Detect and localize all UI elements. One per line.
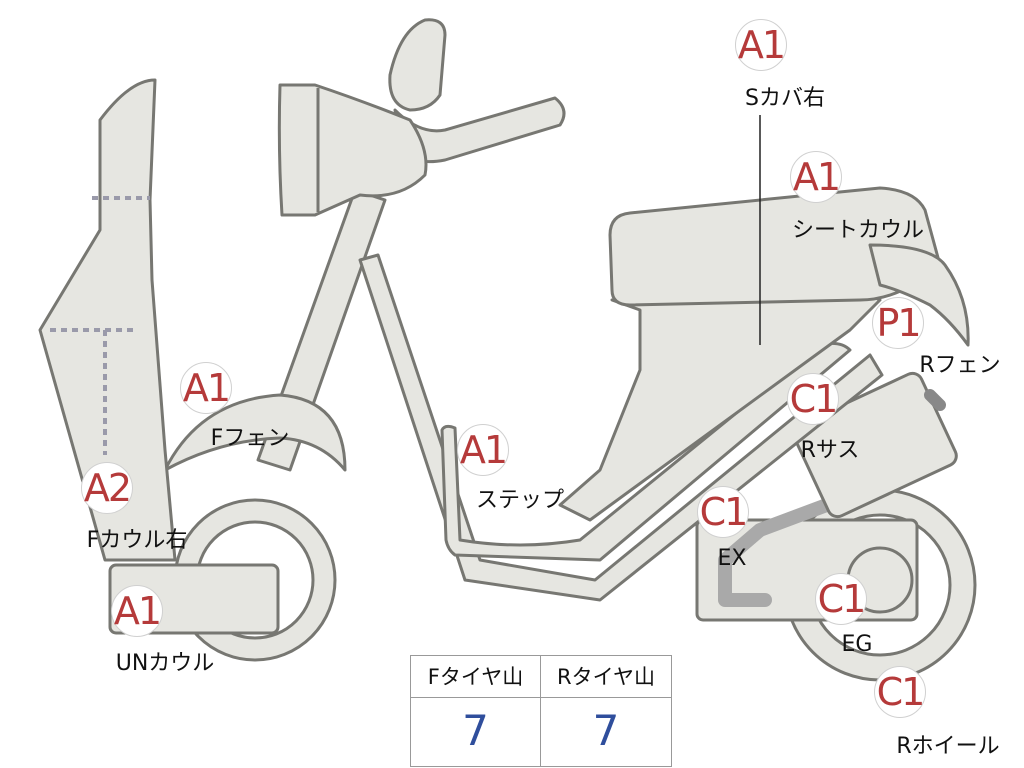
front-tire-header: Fタイヤ山 — [411, 656, 541, 698]
mirror-shape — [388, 18, 447, 112]
label-engine: EG — [841, 632, 873, 657]
grade-badge-front-fender: A1 — [180, 362, 232, 414]
grade-badge-s-cover-right: A1 — [735, 19, 787, 71]
label-under-cowl: UNカウル — [115, 651, 215, 676]
label-exhaust: EX — [717, 546, 747, 571]
label-seat-cowl: シートカウル — [791, 218, 925, 243]
grade-badge-exhaust: C1 — [697, 486, 749, 538]
label-rear-fender: Rフェン — [919, 353, 1001, 378]
grade-badge-step: A1 — [457, 424, 509, 476]
grade-badge-rear-suspension: C1 — [787, 373, 839, 425]
label-rear-wheel: Rホイール — [896, 734, 1000, 759]
front-tire-value: 7 — [411, 698, 541, 766]
tire-tread-table: Fタイヤ山 Rタイヤ山 7 7 — [410, 655, 672, 767]
grade-badge-rear-fender: P1 — [872, 297, 924, 349]
rear-tire-header: Rタイヤ山 — [541, 656, 671, 698]
label-front-fender: Fフェン — [210, 426, 290, 451]
label-front-cowl-right: Fカウル右 — [86, 528, 188, 553]
label-step: ステップ — [475, 488, 565, 513]
frame-shape — [358, 253, 884, 602]
headlight-shape — [277, 83, 428, 217]
grade-badge-rear-wheel: C1 — [874, 666, 926, 718]
grade-badge-front-cowl-right: A2 — [81, 462, 133, 514]
grade-badge-under-cowl: A1 — [111, 585, 163, 637]
rear-tire-value: 7 — [592, 706, 620, 755]
label-rear-suspension: Rサス — [800, 438, 860, 463]
label-s-cover-right: Sカバ右 — [745, 86, 825, 111]
seat-cowl-shape — [868, 243, 970, 347]
grade-badge-seat-cowl: A1 — [790, 151, 842, 203]
exhaust-shape — [718, 493, 847, 607]
step-shape — [440, 341, 852, 562]
grade-badge-engine: C1 — [815, 573, 867, 625]
